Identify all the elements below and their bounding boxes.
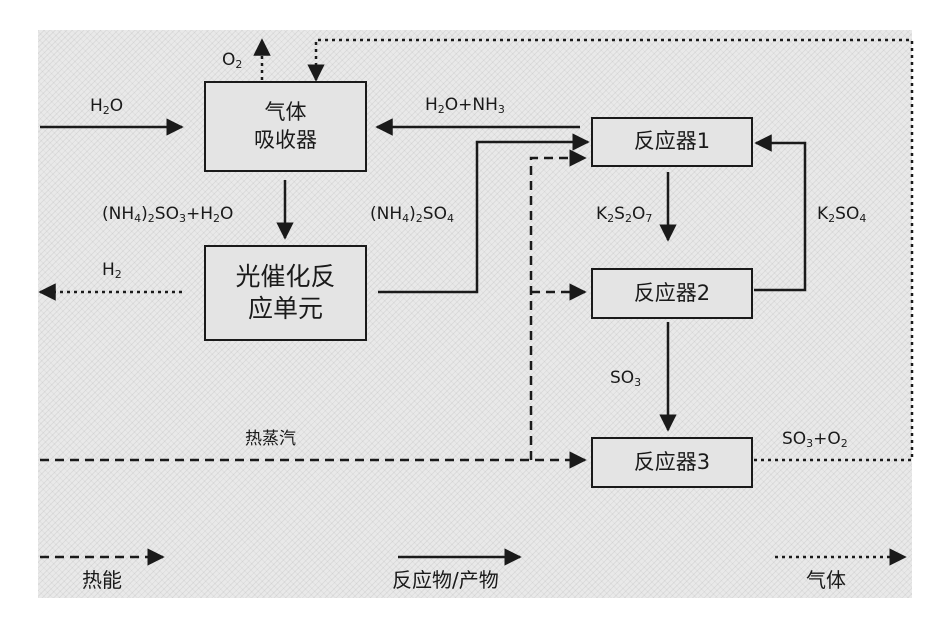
reactor3-label: 反应器3 (634, 449, 710, 476)
legend-heat-label: 热能 (82, 570, 122, 590)
k2so4-label: K2SO4 (817, 206, 866, 223)
reactor1-label: 反应器1 (634, 128, 710, 155)
legend-reactant-product-label: 反应物/产物 (392, 570, 499, 590)
k2so4-recycle-arrow (754, 143, 805, 290)
k2s2o7-label: K2S2O7 (596, 206, 652, 223)
gas-absorber-box: 气体 吸收器 (204, 81, 367, 172)
heat-riser-to-reactor1-arrow (531, 158, 585, 460)
o2-flow-label: O2 (222, 52, 242, 69)
reactor2-box: 反应器2 (591, 268, 753, 319)
reactor3-box: 反应器3 (591, 437, 753, 488)
so3-o2-label: SO3+O2 (782, 431, 848, 448)
steam-label: 热蒸汽 (245, 431, 296, 448)
reactor2-label: 反应器2 (634, 280, 710, 307)
photocatalytic-unit-box: 光催化反 应单元 (204, 245, 367, 341)
h2o-inlet-label: H2O (90, 98, 123, 115)
reactor1-box: 反应器1 (591, 117, 753, 167)
legend-gas-label: 气体 (806, 570, 846, 590)
gas-recycle-loop-arrow (316, 40, 912, 460)
photocatalytic-unit-label: 光催化反 应单元 (235, 261, 335, 326)
h2o-nh3-label: H2O+NH3 (425, 97, 505, 114)
h2-outlet-label: H2 (102, 262, 122, 279)
gas-absorber-label: 气体 吸收器 (254, 99, 317, 154)
ammonium-sulfate-label: (NH4)2SO4 (370, 206, 454, 223)
so3-label: SO3 (610, 370, 641, 387)
ammonium-sulfite-label: (NH4)2SO3+H2O (102, 206, 233, 223)
